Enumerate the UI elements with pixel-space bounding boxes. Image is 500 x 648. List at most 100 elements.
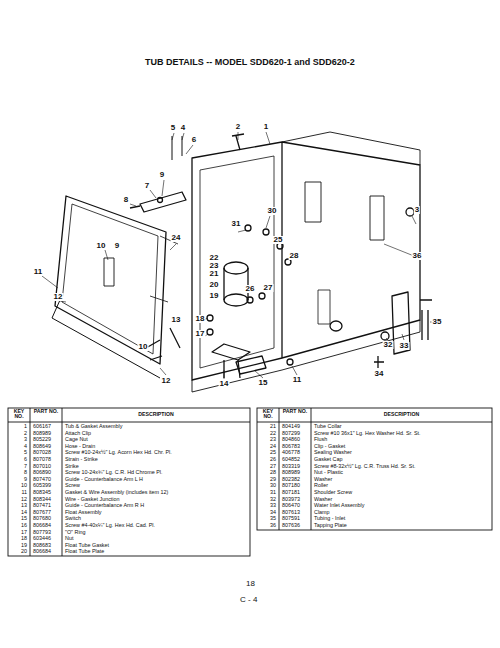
part-description: Float Tube Plate <box>65 549 104 554</box>
page-number: 18 <box>246 580 255 588</box>
part-number: 806684 <box>33 549 51 554</box>
part-number: 807010 <box>33 464 51 469</box>
callout-number: 8 <box>123 196 129 204</box>
key-number: 33 <box>257 503 276 508</box>
part-number: 804149 <box>282 424 300 429</box>
callout-number: 33 <box>399 342 410 350</box>
table-header: KEY NO. <box>258 409 278 419</box>
part-description: Cage Nut <box>65 437 88 442</box>
part-number: 808989 <box>33 431 51 436</box>
part-number: 807471 <box>33 503 51 508</box>
part-description: Float Assembly <box>65 510 102 515</box>
callout-number: 10 <box>96 242 107 250</box>
part-description: Screw 10-24x¾" Lg. C.R. Hd Chrome Pl. <box>65 470 162 475</box>
part-description: Float Tube Gasket <box>65 543 109 548</box>
part-description: Sealing Washer <box>314 450 352 455</box>
part-number: 406778 <box>282 450 300 455</box>
callout-number: 19 <box>209 292 220 300</box>
table-header: KEY NO. <box>9 409 29 419</box>
part-description: Nut - Plastic <box>314 470 343 475</box>
part-description: Hose - Drain <box>65 444 95 449</box>
callout-number: 5 <box>170 124 176 132</box>
key-number: 13 <box>8 503 27 508</box>
callout-number: 23 <box>209 262 220 270</box>
callout-number: 24 <box>171 234 182 242</box>
part-number: 806783 <box>282 444 300 449</box>
page-title: TUB DETAILS -- MODEL SDD620-1 and SDD620… <box>145 58 355 67</box>
key-number: 16 <box>8 523 27 528</box>
key-number: 25 <box>257 450 276 455</box>
callout-number: 1 <box>263 123 269 131</box>
part-description: Flush <box>314 437 327 442</box>
part-description: Shoulder Screw <box>314 490 352 495</box>
part-number: 606167 <box>33 424 51 429</box>
part-number: 807028 <box>33 450 51 455</box>
part-number: 808683 <box>33 543 51 548</box>
callout-number: 3 <box>414 206 420 214</box>
part-number: 807470 <box>33 477 51 482</box>
callout-number: 34 <box>374 370 385 378</box>
key-number: 18 <box>8 536 27 541</box>
part-description: Tubing - Inlet <box>314 516 345 521</box>
key-number: 19 <box>8 543 27 548</box>
part-description: Roller <box>314 483 328 488</box>
part-description: Washer <box>314 497 332 502</box>
part-description: Tub & Gasket Assembly <box>65 424 122 429</box>
callout-number: 22 <box>209 254 220 262</box>
callout-number: 36 <box>412 252 423 260</box>
part-number: 805229 <box>33 437 51 442</box>
part-number: 605399 <box>33 483 51 488</box>
key-number: 29 <box>257 477 276 482</box>
key-number: 28 <box>257 470 276 475</box>
callout-number: 26 <box>245 285 256 293</box>
key-number: 12 <box>8 497 27 502</box>
part-description: Screw #10 36x1" Lg. Hex Washer Hd. Sr. S… <box>314 431 421 436</box>
key-number: 32 <box>257 497 276 502</box>
callout-number: 2 <box>235 123 241 131</box>
part-number: 807636 <box>282 523 300 528</box>
part-number: 808344 <box>33 497 51 502</box>
part-description: Tapping Plate <box>314 523 347 528</box>
callout-number: 4 <box>180 124 186 132</box>
part-number: 604852 <box>282 457 300 462</box>
part-number: 806470 <box>282 503 300 508</box>
part-description: Clamp <box>314 510 330 515</box>
callout-number: 21 <box>209 270 220 278</box>
part-description: Washer <box>314 477 332 482</box>
page-code: C - 4 <box>240 596 257 604</box>
part-number: 806890 <box>33 470 51 475</box>
part-number: 807591 <box>282 516 300 521</box>
part-description: Screw #8-32x½" Lg. C.R. Truss Hd. Sr. St… <box>314 464 415 469</box>
key-number: 2 <box>8 431 27 436</box>
key-number: 21 <box>257 424 276 429</box>
part-description: Gasket & Wire Assembly (includes item 12… <box>65 490 168 495</box>
callout-number: 31 <box>231 220 242 228</box>
part-number: 802382 <box>282 477 300 482</box>
callout-number: 10 <box>138 343 149 351</box>
part-description: Attach Clip <box>65 431 91 436</box>
callout-number: 11 <box>292 376 302 384</box>
key-number: 26 <box>257 457 276 462</box>
callout-number: 14 <box>219 380 230 388</box>
part-description: Switch <box>65 516 81 521</box>
part-number: 807180 <box>282 483 300 488</box>
callout-number: 12 <box>53 293 64 301</box>
key-number: 6 <box>8 457 27 462</box>
callout-number: 12 <box>161 377 172 385</box>
key-number: 10 <box>8 483 27 488</box>
part-number: 808649 <box>33 444 51 449</box>
part-description: Wire - Gasket Junction <box>65 497 120 502</box>
callout-number: 25 <box>273 236 284 244</box>
part-description: Clip - Gasket <box>314 444 345 449</box>
key-number: 36 <box>257 523 276 528</box>
callout-number: 18 <box>195 315 206 323</box>
part-description: Screw #10-24x½" Lg. Acorn Hex Hd. Chr. P… <box>65 450 172 455</box>
table-header: DESCRIPTION <box>63 412 249 417</box>
part-number: 807299 <box>282 431 300 436</box>
key-number: 27 <box>257 464 276 469</box>
callout-number: 7 <box>144 182 150 190</box>
key-number: 4 <box>8 444 27 449</box>
key-number: 24 <box>257 444 276 449</box>
part-description: "O" Ring <box>65 530 86 535</box>
part-number: 807677 <box>33 510 51 515</box>
